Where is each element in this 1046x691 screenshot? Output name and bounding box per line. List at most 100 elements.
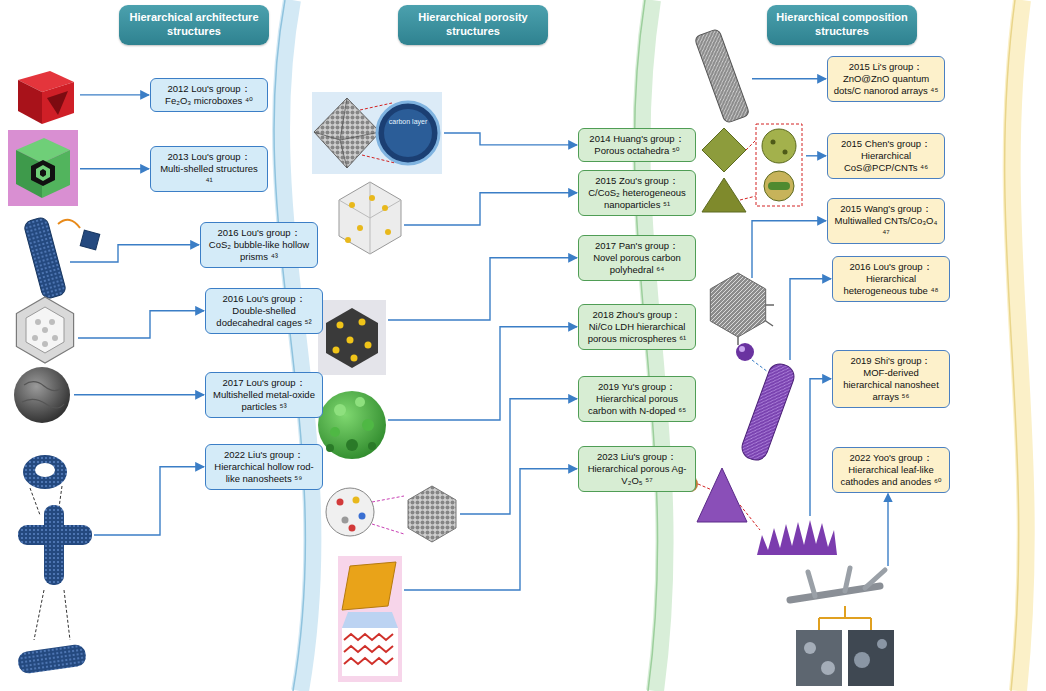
multi-shelled-cube-part bbox=[40, 169, 46, 177]
structure-name: MOF-derived hierarchical nanosheet array… bbox=[838, 367, 944, 403]
c-cos2-nanoparticle-part bbox=[345, 237, 351, 243]
double-shelled-cage-part bbox=[16, 297, 73, 363]
milestone-box: 2016 Lou's group：Hierarchical heterogene… bbox=[832, 256, 950, 302]
leader-arrow bbox=[94, 467, 204, 535]
milestone-box: 2012 Lou's group：Fe₂O₃ microboxes ⁴⁰ bbox=[150, 78, 268, 112]
leader-arrow bbox=[80, 94, 149, 95]
porous-carbon-polyhedron bbox=[318, 300, 386, 375]
category-header: Hierarchical composition structures bbox=[767, 5, 917, 45]
mof-nanosheet-array bbox=[682, 468, 837, 555]
group-year: 2022 Yoo's group： bbox=[838, 452, 944, 464]
milestone-box: 2018 Zhou's group：Ni/Co LDH hierarchical… bbox=[578, 304, 696, 350]
ag-v2o5-structure-part bbox=[342, 562, 396, 610]
mof-nanosheet-array-part bbox=[697, 468, 747, 522]
group-year: 2013 Lou's group： bbox=[156, 151, 262, 163]
group-year: 2014 Huang's group： bbox=[584, 133, 690, 145]
nico-ldh-microsphere-part bbox=[326, 444, 334, 452]
leader-arrow bbox=[388, 327, 577, 420]
leaf-like-electrode-part bbox=[819, 606, 871, 630]
leader-arrow bbox=[810, 379, 831, 516]
inset-label: carbon layer bbox=[385, 118, 431, 126]
ag-v2o5-structure-part bbox=[344, 634, 393, 640]
cos-pcp-cnts bbox=[702, 124, 802, 212]
structure-name: Hierarchical CoS@PCP/CNTs ⁴⁶ bbox=[833, 150, 939, 174]
nico-ldh-microsphere bbox=[318, 391, 386, 459]
c-cos2-nanoparticle-part bbox=[339, 182, 401, 254]
leaf-like-electrode bbox=[790, 568, 894, 686]
ag-v2o5-structure-part bbox=[344, 658, 393, 664]
n-doped-porous-carbon-part bbox=[408, 486, 456, 542]
nico-ldh-microsphere-part bbox=[346, 439, 358, 451]
leader-arrow bbox=[404, 193, 577, 225]
ag-v2o5-structure bbox=[338, 556, 402, 682]
ag-v2o5-structure-part bbox=[338, 556, 402, 682]
ag-v2o5-structure-part bbox=[342, 628, 398, 676]
cos2-hollow-prism bbox=[23, 216, 100, 299]
cos-pcp-cnts-part bbox=[764, 171, 794, 201]
leaf-like-electrode-part bbox=[854, 652, 870, 668]
structure-name: Ni/Co LDH hierarchical porous microspher… bbox=[584, 321, 690, 345]
porous-octahedron bbox=[312, 92, 442, 174]
category-title: Hierarchical composition structures bbox=[775, 11, 909, 39]
porous-carbon-polyhedron-part bbox=[318, 300, 386, 375]
n-doped-porous-carbon-part bbox=[372, 496, 404, 534]
group-year: 2023 Liu's group： bbox=[584, 451, 690, 463]
double-shelled-cage bbox=[16, 297, 73, 363]
heterogeneous-tube-part bbox=[752, 360, 768, 372]
cos2-hollow-prism-part bbox=[58, 220, 80, 228]
n-doped-porous-carbon-part bbox=[342, 517, 349, 524]
group-year: 2015 Wang's group： bbox=[833, 203, 939, 215]
n-doped-porous-carbon-part bbox=[353, 497, 360, 504]
structure-name: Hierarchical leaf-like cathodes and anod… bbox=[838, 464, 944, 488]
heterogeneous-tube-part bbox=[736, 343, 754, 361]
column-divider-part bbox=[281, 0, 312, 691]
heterogeneous-tube bbox=[736, 343, 797, 463]
c-cos2-nanoparticle-part bbox=[369, 195, 375, 201]
leaf-like-electrode-part bbox=[804, 642, 816, 654]
c-cos2-nanoparticle-part bbox=[385, 229, 391, 235]
zno-nanorod-array bbox=[694, 28, 750, 123]
cos-pcp-cnts-part bbox=[783, 150, 788, 155]
porous-carbon-polyhedron-part bbox=[351, 355, 358, 362]
cos-pcp-cnts-part bbox=[740, 140, 756, 200]
n-doped-porous-carbon-part bbox=[349, 525, 356, 532]
zno-nanorod-array-part bbox=[694, 28, 750, 123]
milestone-box: 2014 Huang's group：Porous octahedra ⁵⁰ bbox=[578, 128, 696, 162]
porous-carbon-polyhedron-part bbox=[365, 342, 372, 349]
cnts-co3o4-dodecahedron bbox=[710, 273, 774, 345]
double-shelled-cage-part bbox=[42, 341, 48, 347]
milestone-box: 2023 Liu's group：Hierarchical porous Ag-… bbox=[578, 446, 696, 492]
structure-name: Hierarchical porous Ag-V₂O₅ ⁵⁷ bbox=[584, 463, 690, 487]
leader-arrow bbox=[404, 469, 577, 590]
leader-arrow bbox=[78, 311, 204, 338]
multishelled-particle-part bbox=[24, 382, 62, 391]
leader-arrow bbox=[74, 394, 204, 395]
group-year: 2017 Pan's group： bbox=[584, 240, 690, 252]
c-cos2-nanoparticle-part bbox=[339, 182, 401, 254]
double-shelled-cage-part bbox=[35, 319, 41, 325]
milestone-box: 2016 Lou's group：CoS₂ bubble-like hollow… bbox=[200, 222, 318, 268]
structure-name: CoS₂ bubble-like hollow prisms ⁴³ bbox=[206, 239, 312, 263]
multi-shelled-cube-part bbox=[8, 130, 78, 206]
nico-ldh-microsphere-part bbox=[368, 442, 376, 450]
mof-nanosheet-array-part bbox=[757, 520, 837, 555]
fe2o3-microbox-part bbox=[47, 91, 68, 115]
leaf-like-electrode-part bbox=[808, 568, 885, 596]
fe2o3-microbox-part bbox=[42, 82, 74, 124]
hollow-rod-nanosheets-part bbox=[35, 463, 55, 477]
group-year: 2015 Li's group： bbox=[833, 61, 939, 73]
cos-pcp-cnts-part bbox=[756, 124, 802, 206]
milestone-box: 2015 Li's group：ZnO@ZnO quantum dots/C n… bbox=[827, 56, 945, 102]
porous-octahedron-part bbox=[312, 92, 442, 174]
c-cos2-nanoparticle bbox=[339, 182, 401, 254]
leader-arrow bbox=[388, 258, 577, 320]
nico-ldh-microsphere-part bbox=[362, 419, 374, 431]
cos-pcp-cnts-part bbox=[762, 129, 796, 163]
leader-arrow bbox=[460, 399, 577, 514]
structure-name: Multi-shelled structures ⁴¹ bbox=[156, 163, 262, 187]
leaf-like-electrode-part bbox=[796, 630, 842, 686]
structure-name: ZnO@ZnO quantum dots/C nanorod arrays ⁴⁵ bbox=[833, 73, 939, 97]
column-divider bbox=[274, 0, 312, 691]
hollow-rod-nanosheets-part bbox=[44, 505, 64, 585]
milestone-box: 2015 Chen's group：Hierarchical CoS@PCP/C… bbox=[827, 133, 945, 179]
